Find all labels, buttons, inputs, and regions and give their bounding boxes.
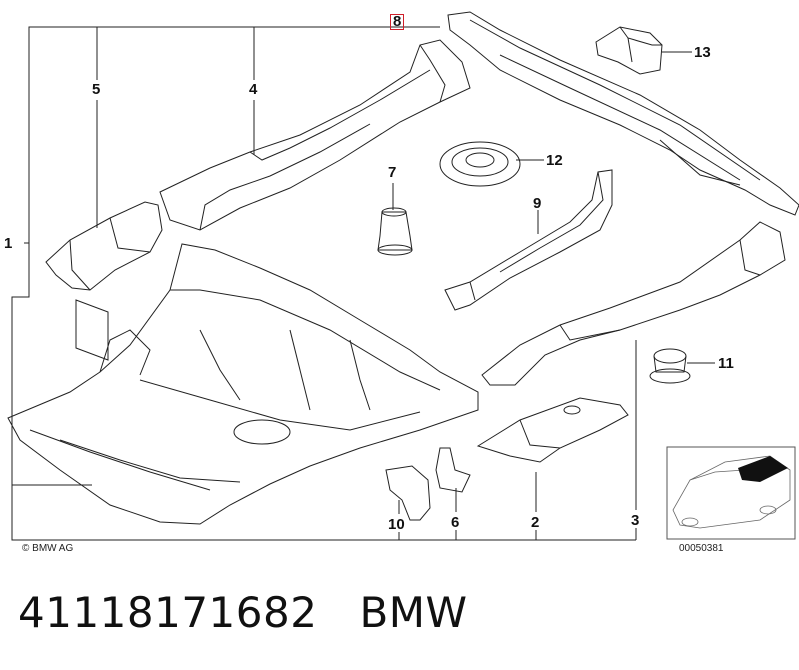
callout-13: 13 [694, 44, 711, 61]
part-7-bump-stop [377, 207, 413, 256]
part-rear-rail-upper [447, 11, 799, 216]
part-11-grommet [649, 348, 691, 384]
part-number-line: 41118171682 BMW [18, 588, 468, 637]
callout-2: 2 [531, 514, 540, 531]
part-1-floor-pan [7, 243, 479, 525]
part-5-bracket [45, 201, 163, 291]
parts-exploded-diagram [7, 11, 799, 541]
callout-12: 12 [546, 152, 563, 169]
part-3-rear-member [481, 221, 786, 386]
callout-8-highlighted[interactable]: 8 [390, 14, 405, 30]
part-9-cross-member [444, 169, 613, 311]
part-number: 41118171682 [18, 588, 318, 637]
callout-4: 4 [249, 81, 258, 98]
diagram-id-label: 00050381 [679, 543, 724, 554]
callout-3: 3 [631, 512, 640, 529]
part-13-bracket [595, 26, 663, 75]
part-2-heat-shield [476, 397, 629, 463]
callout-leader-lines [11, 26, 715, 541]
callout-1: 1 [4, 235, 13, 252]
part-10-bracket [385, 465, 431, 521]
brand-name: BMW [359, 588, 468, 637]
callout-11: 11 [718, 355, 734, 372]
callout-7: 7 [388, 164, 397, 181]
part-4-side-member [159, 39, 471, 231]
part-12-plug [439, 141, 521, 187]
callout-10: 10 [388, 516, 405, 533]
copyright-label: © BMW AG [22, 543, 74, 554]
inset-car-thumbnail [666, 446, 796, 540]
callout-6: 6 [451, 514, 460, 531]
part-6-bracket [435, 447, 471, 493]
callout-5: 5 [92, 81, 101, 98]
callout-9: 9 [533, 195, 542, 212]
